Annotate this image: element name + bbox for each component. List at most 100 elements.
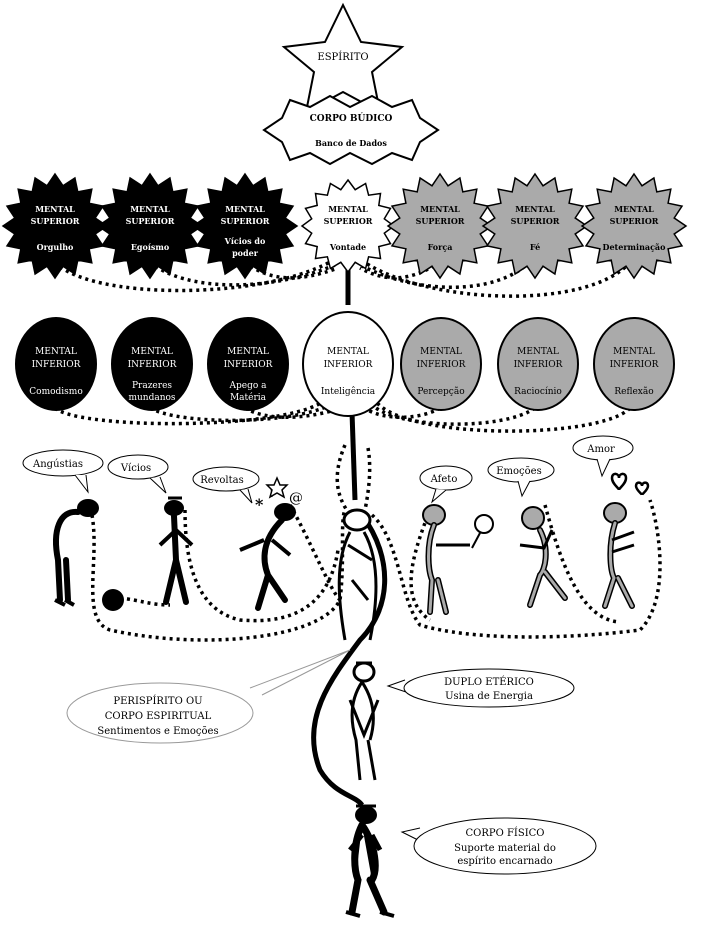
mental-superior-trait: Vícios do [224, 236, 266, 246]
mental-inferior-trait: Prazeres [132, 381, 172, 391]
figure-perispirit [337, 508, 378, 641]
figure-vices [158, 496, 194, 605]
mental-superior-line2: SUPERIOR [324, 216, 373, 226]
buddhic-title: CORPO BÚDICO [310, 112, 393, 124]
mental-superior-line1: MENTAL [614, 204, 654, 214]
buddhic-subtitle: Banco de Dados [315, 138, 387, 148]
figure-physical-body [345, 804, 395, 918]
perispirito-line3: Sentimentos e Emoções [97, 726, 218, 737]
mental-inferior-trait: Inteligência [321, 386, 376, 397]
figure-etheric-double [348, 661, 380, 781]
bubble-revoltas-text: Revoltas [200, 475, 243, 486]
bubble-vicios: Vícios [107, 454, 169, 494]
mental-superior-line1: MENTAL [225, 204, 265, 214]
inferior-connectors [53, 398, 632, 433]
perispirito-line2: CORPO ESPIRITUAL [105, 711, 212, 722]
mental-inferior-line1: MENTAL [517, 347, 559, 357]
mental-inferior-trait: Raciocínio [514, 386, 562, 397]
mental-inferior-trait2: mundanos [128, 393, 175, 403]
mental-superior-line1: MENTAL [328, 204, 368, 214]
mental-inferior-trait: Comodismo [29, 387, 82, 397]
mental-superior-line2: SUPERIOR [126, 216, 175, 226]
figure-anguish [53, 499, 99, 607]
figure-love [602, 472, 650, 609]
mental-superior-line2: SUPERIOR [610, 216, 659, 226]
mental-inferior-line1: MENTAL [613, 347, 655, 357]
bubble-emocoes-text: Emoções [496, 466, 541, 477]
mental-inferior-line2: INFERIOR [224, 360, 273, 370]
bubble-corpo: CORPO FÍSICO Suporte material do espírit… [400, 817, 597, 875]
mental-superior-line2: SUPERIOR [31, 216, 80, 226]
mental-superior-3: MENTAL SUPERIOR Vícios do poder [191, 172, 299, 280]
mental-superior-7: MENTAL SUPERIOR Determinação [580, 172, 688, 280]
mental-superior-line1: MENTAL [35, 204, 75, 214]
mental-inferior-line1: MENTAL [327, 347, 369, 357]
mental-superior-trait: Egoísmo [131, 242, 170, 252]
corpo-line3: espírito encarnado [457, 856, 552, 867]
mental-inferior-line2: INFERIOR [610, 360, 659, 370]
mental-superior-trait: Determinação [603, 242, 667, 252]
figure-connectors [90, 444, 662, 642]
mental-superior-trait: Fé [530, 242, 540, 252]
superior-connectors [53, 260, 632, 298]
flower-icon [474, 514, 494, 534]
ball-and-chain [102, 589, 124, 611]
bubble-vicios-text: Vícios [120, 463, 151, 474]
bubble-afeto: Afeto [419, 465, 473, 504]
buddhic-body: CORPO BÚDICO Banco de Dados [262, 94, 440, 166]
mental-inferior-line2: INFERIOR [514, 360, 563, 370]
spirit-label: ESPÍRITO [317, 51, 368, 63]
mental-inferior-line1: MENTAL [420, 347, 462, 357]
mental-superior-line2: SUPERIOR [221, 216, 270, 226]
perispirito-line1: PERISPÍRITO OU [113, 695, 202, 707]
star-symbol [265, 476, 289, 499]
mental-superior-5: MENTAL SUPERIOR Força [386, 172, 494, 280]
mental-inferior-6: MENTAL INFERIOR Raciocínio [497, 317, 579, 411]
bubble-amor: Amor [572, 435, 634, 478]
bubble-amor-text: Amor [586, 444, 615, 455]
mental-inferior-line2: INFERIOR [324, 360, 373, 370]
mental-inferior-trait: Apego a [229, 381, 268, 391]
figure-emotions [519, 506, 568, 608]
heart-icon [610, 472, 628, 491]
asterisk-symbol: * [255, 495, 264, 514]
mental-inferior-4: MENTAL INFERIOR Inteligência [302, 311, 394, 417]
mental-superior-trait: Força [428, 242, 453, 252]
mental-superior-line2: SUPERIOR [416, 216, 465, 226]
duplo-line1: DUPLO ETÉRICO [444, 676, 534, 688]
bubble-angustias-text: Angústias [32, 459, 83, 470]
mental-superior-line2: SUPERIOR [511, 216, 560, 226]
mental-inferior-line2: INFERIOR [128, 360, 177, 370]
mental-inferior-7: MENTAL INFERIOR Reflexão [593, 317, 675, 411]
mental-superior-row: MENTALSUPERIOROrgulhoMENTALSUPERIOREgoís… [1, 172, 688, 280]
bubble-emocoes: Emoções [487, 457, 555, 498]
bubble-angustias: Angústias [22, 449, 104, 494]
mental-inferior-trait2: Matéria [230, 392, 267, 403]
mental-inferior-line1: MENTAL [227, 347, 269, 357]
mental-inferior-line2: INFERIOR [417, 360, 466, 370]
duplo-line2: Usina de Energia [445, 691, 533, 702]
mental-inferior-line2: INFERIOR [32, 360, 81, 370]
mental-inferior-trait: Reflexão [614, 386, 653, 397]
mental-superior-line1: MENTAL [420, 204, 460, 214]
mental-inferior-line1: MENTAL [131, 347, 173, 357]
corpo-line1: CORPO FÍSICO [465, 827, 544, 839]
bubble-duplo: DUPLO ETÉRICO Usina de Energia [386, 668, 575, 708]
corpo-line2: Suporte material do [454, 843, 556, 854]
bubble-afeto-text: Afeto [430, 474, 458, 485]
heart-icon-small [634, 481, 650, 496]
mental-inferior-row: MENTAL INFERIOR Comodismo MENTAL INFERIOR Pra… [15, 311, 675, 417]
bubble-revoltas: Revoltas [192, 466, 260, 504]
mental-superior-trait2: poder [232, 248, 259, 258]
spirit-star: ESPÍRITO [281, 2, 405, 114]
spiral-symbol: @ [289, 490, 303, 506]
